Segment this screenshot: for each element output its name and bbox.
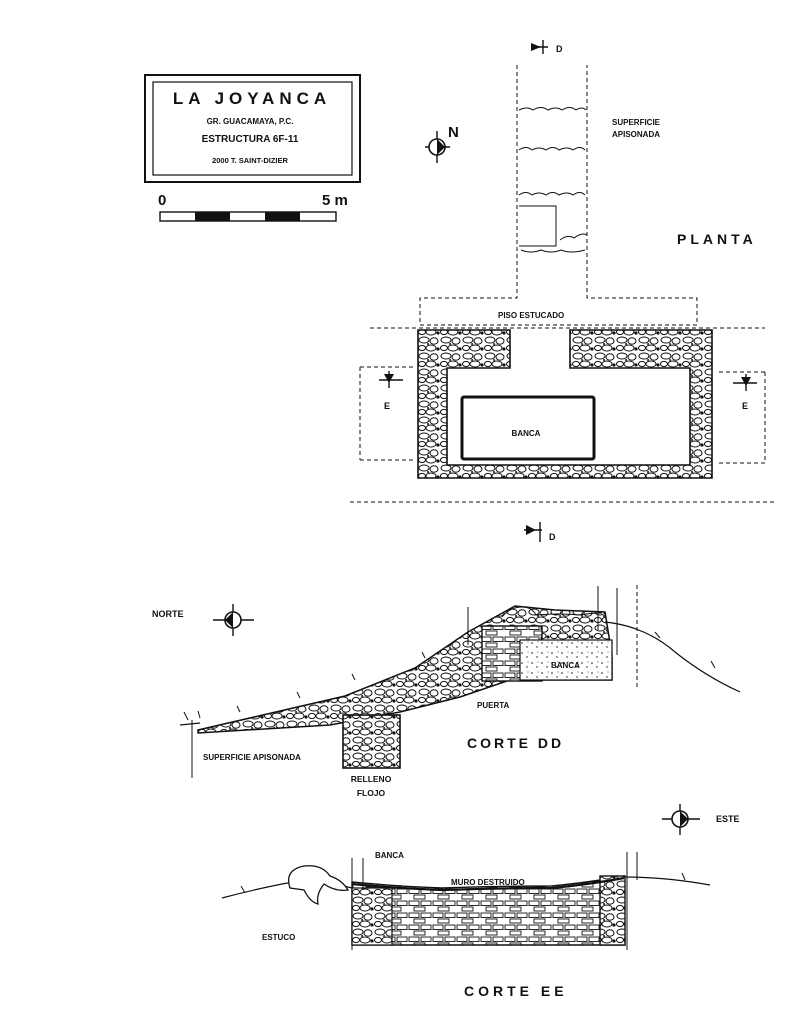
section-e-right-label: E [742, 401, 748, 411]
section-ee-orientation-icon [662, 804, 700, 835]
fill-label-line2: FLOJO [357, 788, 386, 798]
section-ee-wall-label: MURO DESTRUIDO [451, 878, 525, 887]
title-block: LA JOYANCA GR. GUACAMAYA, P.C. ESTRUCTUR… [144, 74, 361, 183]
section-ee-title: CORTE EE [464, 983, 568, 999]
fill-label-line1: RELLENO [351, 774, 392, 784]
section-marker-d-top-icon: D [531, 40, 563, 54]
north-label: N [448, 124, 459, 141]
north-arrow-icon: N [425, 124, 459, 163]
section-marker-e-right-icon: E [733, 374, 757, 411]
credit-text: 2000 T. SAINT-DIZIER [212, 156, 288, 165]
section-e-left-label: E [384, 401, 390, 411]
section-dd-title: CORTE DD [467, 735, 564, 751]
section-ee: CORTE EE ESTE BANCA MURO DESTRUIDO ESTUC… [221, 804, 740, 999]
group-name: GR. GUACAMAYA, P.C. [207, 117, 294, 126]
section-dd-door-label: PUERTA [477, 701, 510, 710]
orientation-east-label: ESTE [716, 814, 740, 824]
scale-end-label: 5 m [322, 192, 348, 209]
site-name: LA JOYANCA [173, 89, 331, 108]
bench-label: BANCA [512, 429, 541, 438]
scale-start-label: 0 [158, 192, 166, 209]
section-dd-bench-label: BANCA [551, 661, 580, 670]
section-marker-d-bottom-icon: D [524, 522, 556, 542]
section-marker-e-left-icon: E [379, 371, 403, 411]
scale-bar: 0 5 m [158, 192, 348, 222]
section-dd-surface-label: SUPERFICIE APISONADA [203, 753, 301, 762]
section-ee-stucco-label: ESTUCO [262, 933, 295, 942]
orientation-north-label: NORTE [152, 609, 184, 619]
plan-title: PLANTA [677, 231, 757, 247]
floor-label: PISO ESTUCADO [498, 311, 564, 320]
section-d-top-label: D [556, 44, 563, 54]
surface-label-line2: APISONADA [612, 130, 660, 139]
structure-name: ESTRUCTURA 6F-11 [202, 134, 299, 145]
plan-view: PLANTA SUPERFICIE APISONADA PISO ESTUCAD… [350, 40, 775, 542]
section-ee-bench-label: BANCA [375, 851, 404, 860]
section-dd: CORTE DD NORTE BANCA PUERTA RELLENO FLOJ… [152, 585, 741, 798]
section-d-bottom-label: D [549, 532, 556, 542]
surface-label-line1: SUPERFICIE [612, 118, 661, 127]
section-dd-orientation-icon [213, 604, 254, 636]
